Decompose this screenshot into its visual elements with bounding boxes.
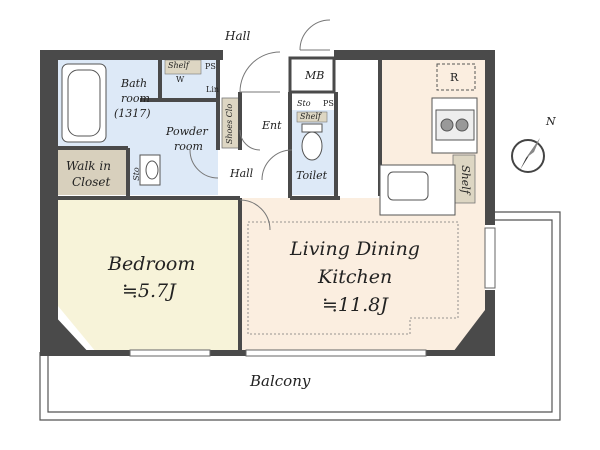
ldk-area-label: ≒11.8J	[322, 294, 388, 316]
doors	[189, 19, 331, 231]
hall-top-label: Hall	[225, 29, 251, 43]
toilet-label: Toilet	[296, 169, 328, 182]
bedroom-area-label: ≒5.7J	[122, 280, 176, 302]
bath-size-label: (1317)	[114, 107, 151, 120]
inner-walls	[58, 60, 382, 352]
walk-in-label: Walk in	[66, 159, 111, 173]
bath-label: Bath	[121, 77, 148, 90]
outer-walls	[40, 50, 495, 356]
powder-label: Powder	[166, 125, 208, 138]
mb-label: MB	[305, 69, 325, 82]
compass-icon	[511, 138, 545, 173]
ps2-label: PS	[323, 99, 334, 108]
bedroom-label: Bedroom	[108, 253, 196, 275]
ps-label: PS	[205, 62, 216, 71]
hall-mid-label: Hall	[230, 167, 254, 180]
shoes-closet-label: Shoes Clo	[225, 103, 235, 145]
bathtub	[61, 63, 107, 143]
ent-label: Ent	[262, 119, 282, 132]
sto-label: Sto	[297, 99, 311, 108]
ldk-dotted-area	[247, 221, 459, 335]
bedroom-floor	[58, 200, 238, 352]
balcony-outline	[39, 211, 561, 421]
toilet-shelf	[296, 111, 328, 123]
balcony-label: Balcony	[250, 372, 311, 390]
bath-w-label: W	[176, 75, 185, 84]
north-label: N	[546, 115, 556, 128]
ldk-label-1: Living Dining	[290, 238, 420, 260]
ldk-floor	[238, 60, 485, 352]
bath-room-label: room	[121, 92, 150, 105]
kitchen-counter	[379, 63, 478, 216]
sto-small-label: Sto	[131, 167, 141, 181]
windows	[129, 227, 496, 357]
walk-in-closet	[58, 148, 128, 195]
powder-room-label: room	[174, 140, 203, 153]
kitchen-shelf-label: Shelf	[458, 165, 472, 194]
r-label: R	[450, 71, 459, 84]
toilet-fixture	[301, 123, 323, 161]
sink	[139, 154, 161, 186]
toilet-shelf-label: Shelf	[300, 112, 321, 121]
ldk-label-2: Kitchen	[318, 266, 393, 288]
closet-label: Closet	[72, 175, 111, 189]
lin-label: Lin	[206, 85, 220, 94]
bath-shelf-label: Shelf	[168, 61, 189, 70]
